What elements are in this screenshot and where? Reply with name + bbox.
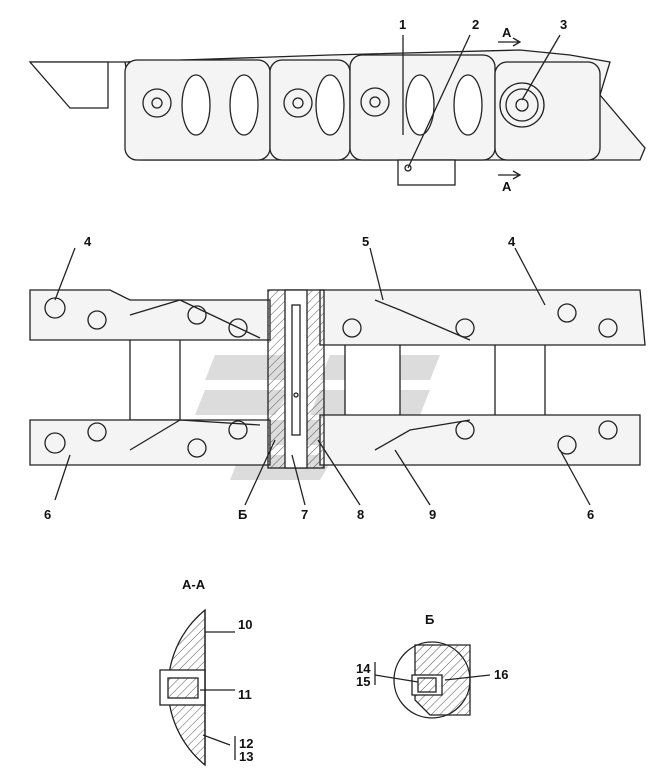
callout-15: 15 xyxy=(356,674,371,689)
detail-b-view xyxy=(374,641,491,719)
section-mark-a-bottom: А xyxy=(502,179,512,194)
track-side-view xyxy=(28,34,646,186)
callout-5: 5 xyxy=(362,234,370,249)
section-aa-view xyxy=(159,608,236,767)
callout-3: 3 xyxy=(560,17,568,32)
callout-4-left: 4 xyxy=(84,234,92,249)
track-plan-view xyxy=(29,247,646,506)
callout-4-right: 4 xyxy=(508,234,516,249)
callout-9: 9 xyxy=(429,507,437,522)
callout-11: 11 xyxy=(238,687,252,702)
view-title-aa: А-А xyxy=(182,577,206,592)
callout-b: Б xyxy=(238,507,248,522)
callout-6-right: 6 xyxy=(587,507,595,522)
section-mark-a-top: А xyxy=(502,25,512,40)
callout-16: 16 xyxy=(494,667,509,682)
callout-12: 12 xyxy=(239,736,254,751)
callout-2: 2 xyxy=(472,17,480,32)
callout-13: 13 xyxy=(239,749,254,764)
callout-6-left: 6 xyxy=(44,507,52,522)
callout-14: 14 xyxy=(356,661,371,676)
callout-8: 8 xyxy=(357,507,365,522)
view-title-b: Б xyxy=(425,612,435,627)
callout-1: 1 xyxy=(399,17,407,32)
callout-10: 10 xyxy=(238,617,253,632)
callout-7: 7 xyxy=(301,507,309,522)
